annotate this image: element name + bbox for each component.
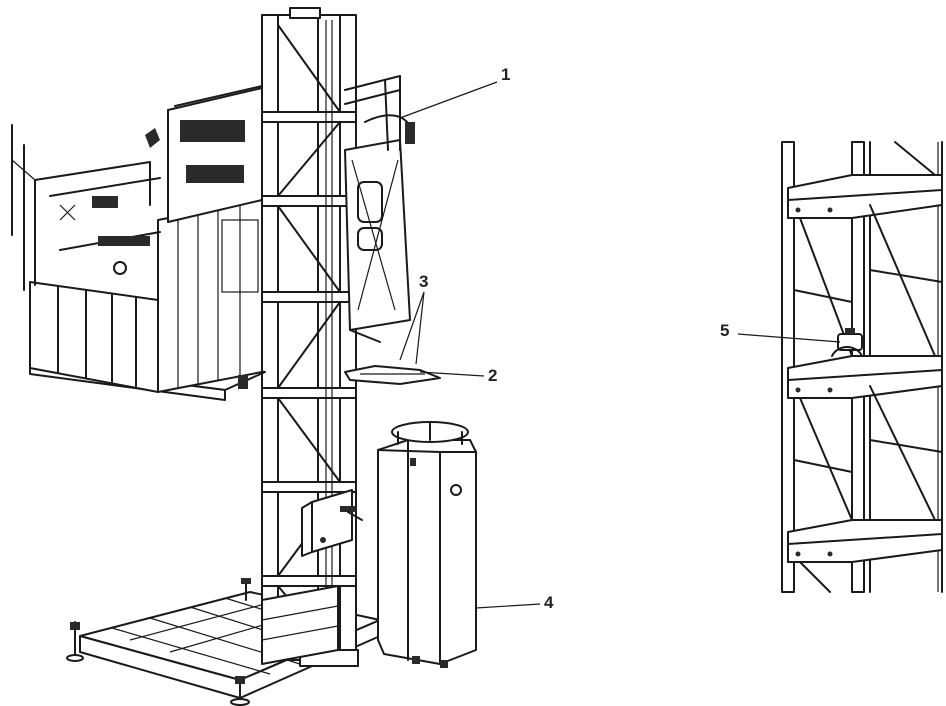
callout-1: 1 bbox=[501, 65, 511, 84]
callout-2: 2 bbox=[488, 366, 498, 385]
leader-lines bbox=[399, 81, 841, 609]
leveling-feet bbox=[66, 578, 251, 706]
cage bbox=[11, 85, 266, 401]
mast-clamp bbox=[344, 365, 441, 385]
cable-bin bbox=[377, 421, 477, 668]
callout-4: 4 bbox=[544, 593, 554, 612]
control-box bbox=[301, 489, 363, 557]
detail-mast bbox=[781, 141, 943, 593]
lower-guard bbox=[261, 585, 339, 665]
callout-3: 3 bbox=[419, 272, 429, 291]
drive-unit bbox=[344, 75, 415, 343]
mast bbox=[261, 7, 359, 667]
callout-5: 5 bbox=[720, 321, 730, 340]
